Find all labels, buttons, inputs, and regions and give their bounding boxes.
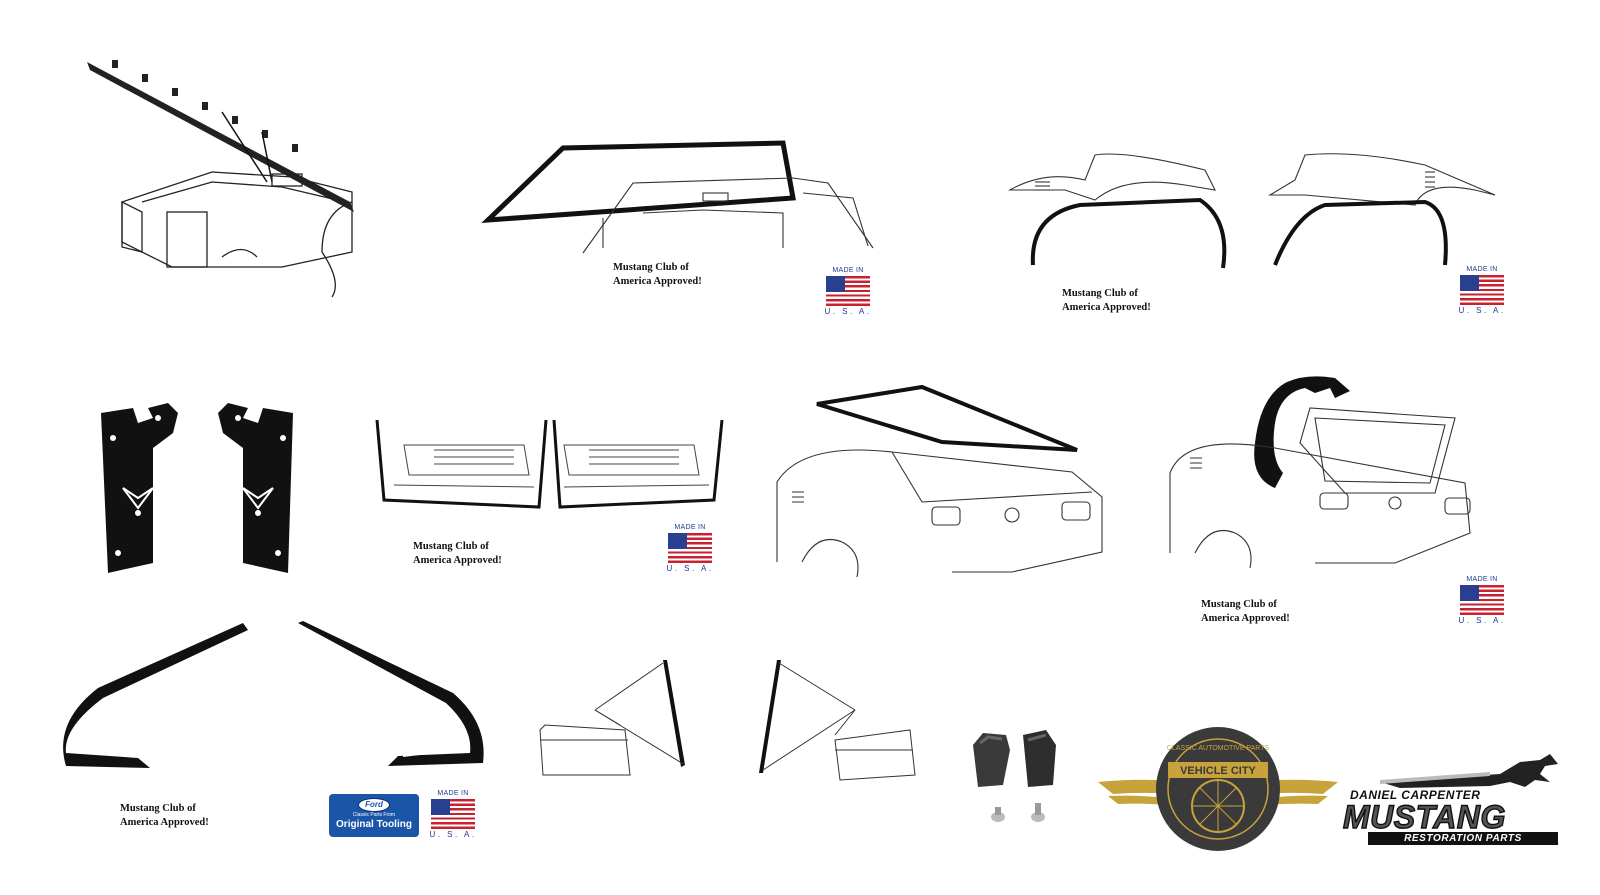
vehicle-city-logo: VEHICLE CITY CLASSIC AUTOMOTIVE PARTS <box>1098 724 1338 854</box>
mca-approved-caption: Mustang Club of America Approved! <box>1062 288 1151 313</box>
door-pad-seals-diagram <box>98 403 298 578</box>
door-panel-seals-diagram <box>374 415 726 515</box>
mca-approved-caption: Mustang Club of America Approved! <box>413 541 502 566</box>
running-horse-icon <box>1380 754 1558 788</box>
vehicle-city-ring-text: CLASSIC AUTOMOTIVE PARTS <box>1167 745 1270 752</box>
quarter-extension-seals-diagram <box>1005 150 1515 275</box>
cowl-hood-seal-diagram <box>82 52 372 302</box>
windshield-seal-diagram <box>481 138 883 263</box>
ford-logo: Ford <box>358 798 390 812</box>
mca-approved-caption: Mustang Club of America Approved! <box>120 803 209 828</box>
rubber-bumpers-image <box>968 725 1063 835</box>
vent-window-seals-diagram <box>535 655 920 785</box>
us-flag-icon <box>431 799 475 829</box>
us-flag-icon <box>668 533 712 563</box>
made-in-usa-badge: MADE IN U. S. A. <box>824 267 872 316</box>
ford-original-tooling-badge: Ford Classic Parts From Original Tooling <box>329 794 419 837</box>
us-flag-icon <box>1460 275 1504 305</box>
fastback-rear-window-seal-diagram <box>772 382 1112 582</box>
made-in-usa-badge: MADE IN U. S. A. <box>429 790 477 839</box>
made-in-usa-badge: MADE IN U. S. A. <box>1458 576 1506 625</box>
made-in-usa-badge: MADE IN U. S. A. <box>1458 266 1506 315</box>
made-in-usa-badge: MADE IN U. S. A. <box>666 524 714 573</box>
trunk-seal-diagram <box>1165 373 1480 573</box>
mca-approved-caption: Mustang Club of America Approved! <box>613 262 702 287</box>
us-flag-icon <box>1460 585 1504 615</box>
quarter-window-seals-diagram <box>58 618 488 778</box>
mca-approved-caption: Mustang Club of America Approved! <box>1201 599 1290 624</box>
vehicle-city-name: VEHICLE CITY <box>1180 765 1256 777</box>
us-flag-icon <box>826 276 870 306</box>
daniel-carpenter-logo: DANIEL CARPENTER MUSTANG RESTORATION PAR… <box>1340 752 1565 847</box>
